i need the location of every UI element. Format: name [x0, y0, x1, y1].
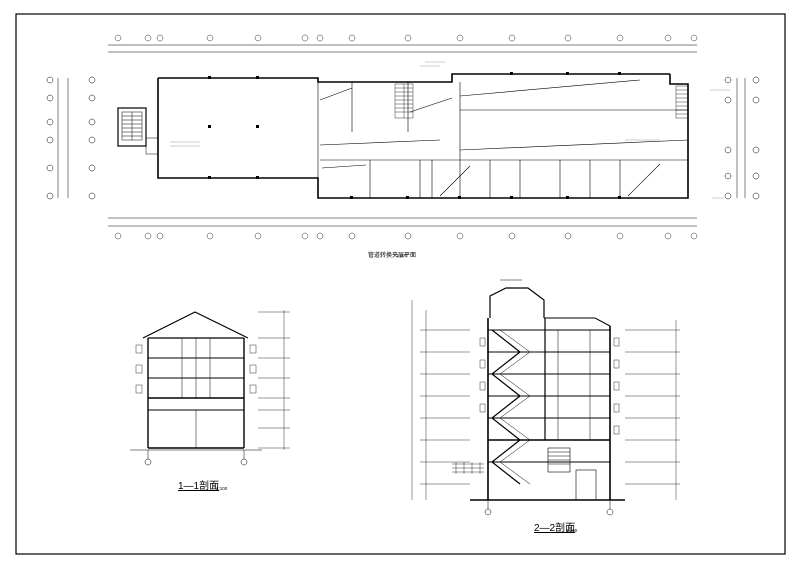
plan-title: 管道转换夹层平面 [368, 253, 417, 259]
bottom-axis-bubbles [114, 232, 698, 240]
stair-right [675, 85, 689, 119]
section-2-2 [411, 279, 680, 516]
stair-left-tower [117, 107, 159, 155]
section-1-scale: 1:100 [216, 486, 228, 491]
stair-flights [491, 329, 521, 485]
top-axis-bubbles [114, 34, 698, 42]
section-2-scale: 1:100 [566, 528, 578, 533]
section-2-title: 2—2剖面 [534, 523, 576, 534]
plan-interior [317, 79, 689, 198]
stair-center [394, 83, 414, 119]
plan-walls [157, 73, 689, 199]
columns [208, 72, 621, 199]
section-1-title: 1—1剖面 [178, 481, 220, 492]
plan-notes [170, 61, 730, 199]
floor-plan [46, 34, 760, 240]
plan-scale: 1:100 [396, 253, 408, 258]
sheet-border [15, 13, 786, 555]
section-1-1 [130, 310, 290, 466]
